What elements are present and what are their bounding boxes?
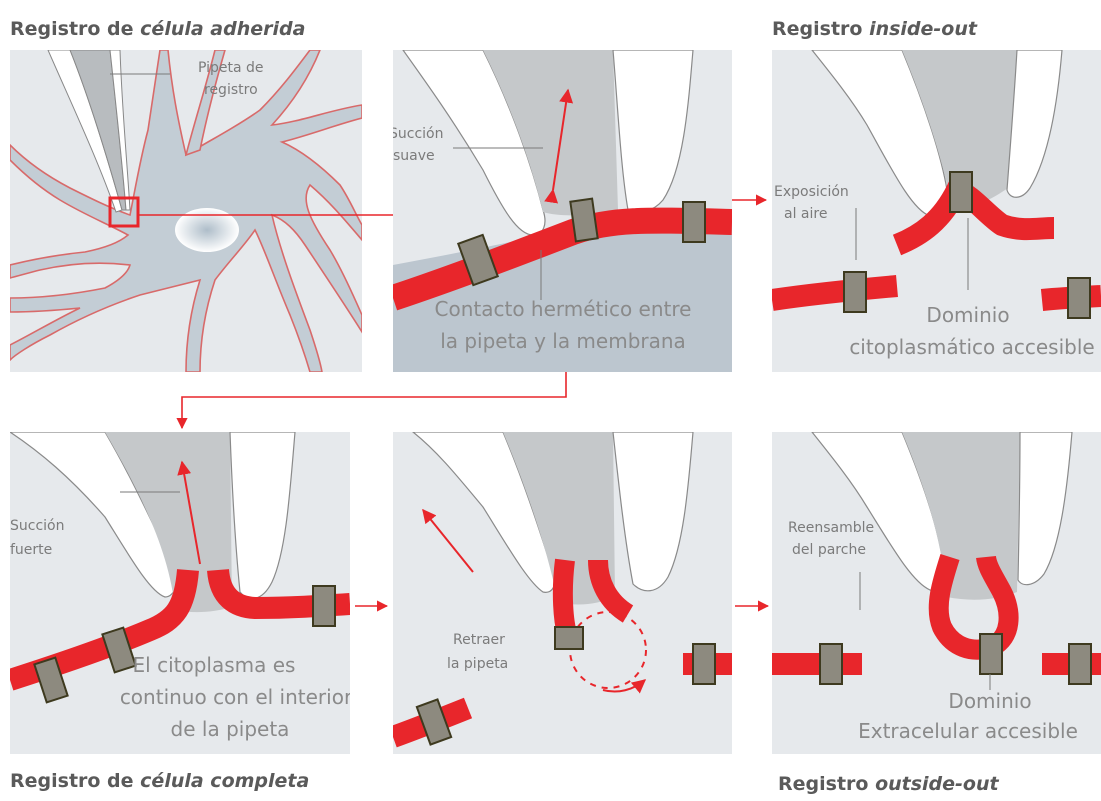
whole-cell-caption-2: continuo con el interior bbox=[120, 685, 350, 709]
panel-inside-out: Exposición al aire Dominio citoplasmátic… bbox=[772, 50, 1101, 372]
retract-arrow bbox=[423, 510, 473, 572]
outside-out-caption-1: Dominio bbox=[948, 689, 1031, 713]
pipette-wall-right bbox=[1018, 432, 1072, 585]
title-whole-cell: Registro de célula completa bbox=[10, 770, 309, 792]
whole-cell-caption-3: de la pipeta bbox=[171, 717, 290, 741]
pipette-label-line2: registro bbox=[204, 82, 258, 98]
strong-suction-label-1: Succión bbox=[10, 518, 64, 534]
pipette-wall-right bbox=[613, 432, 693, 591]
arrow-to-whole-cell bbox=[182, 372, 566, 428]
membrane-pull-left bbox=[563, 560, 568, 637]
seal-caption-2: la pipeta y la membrana bbox=[440, 329, 686, 353]
seal-caption-1: Contacto hermético entre bbox=[435, 297, 692, 321]
pipette-wall-right bbox=[613, 50, 693, 212]
reseal-arrow bbox=[603, 680, 645, 692]
title-inside-out: Registro inside-out bbox=[772, 18, 977, 40]
reseal-label-1: Reensamble bbox=[788, 520, 874, 536]
inside-out-caption-2: citoplasmático accesible bbox=[849, 335, 1094, 359]
reseal-label-2: del parche bbox=[792, 542, 866, 558]
membrane-left bbox=[772, 286, 897, 300]
panel-whole-cell: Succión fuerte El citoplasma es continuo… bbox=[10, 432, 350, 754]
whole-cell-caption-1: El citoplasma es bbox=[133, 653, 296, 677]
suction-label-2: suave bbox=[393, 148, 435, 164]
title-outside-out: Registro outside-out bbox=[778, 773, 999, 795]
air-label-1: Exposición bbox=[774, 184, 849, 200]
panel-seal: Succión suave Contacto hermético entre l… bbox=[393, 50, 732, 372]
pipette-wall-right bbox=[230, 432, 295, 599]
panel-neuron: Pipeta de registro bbox=[10, 50, 362, 372]
inside-out-caption-1: Dominio bbox=[926, 303, 1009, 327]
air-label-2: al aire bbox=[784, 206, 827, 222]
retract-label-1: Retraer bbox=[453, 632, 505, 648]
pipette-label-line1: Pipeta de bbox=[198, 60, 264, 76]
nucleus bbox=[175, 208, 239, 252]
neuron-cell bbox=[10, 50, 362, 372]
panel-outside-out: Reensamble del parche Dominio Extracelul… bbox=[772, 432, 1101, 754]
retract-label-2: la pipeta bbox=[447, 656, 508, 672]
panel-retract: Retraer la pipeta bbox=[393, 432, 732, 754]
strong-suction-label-2: fuerte bbox=[10, 542, 52, 558]
suction-label-1: Succión bbox=[393, 126, 443, 142]
outside-out-caption-2: Extracelular accesible bbox=[858, 719, 1078, 743]
title-cell-attached: Registro de célula adherida bbox=[10, 18, 305, 40]
pipette-wall-right bbox=[1007, 50, 1062, 197]
